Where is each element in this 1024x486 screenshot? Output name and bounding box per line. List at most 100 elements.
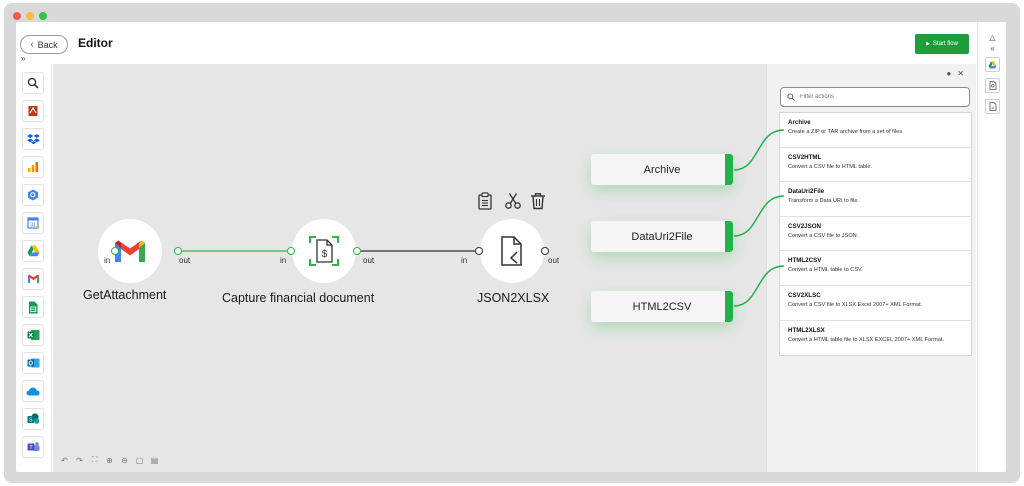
minimap-icon[interactable]: ▤: [150, 455, 159, 465]
integrations-sidebar: 31 S T: [16, 64, 52, 472]
list-item-title: CSV2XLSC: [788, 291, 821, 299]
sheets-icon[interactable]: [22, 296, 44, 318]
pin-icon[interactable]: ●: [946, 69, 952, 78]
list-item-title: CSV2HTML: [788, 153, 822, 161]
teams-icon[interactable]: T: [22, 436, 44, 458]
node-json2xlsx-out-label: out: [548, 256, 560, 265]
redo-icon[interactable]: ↷: [76, 455, 83, 465]
canvas-toolbar: ↶ ↷ ⛶ ⊕ ⊖ ▢ ▤: [59, 453, 160, 467]
bigquery-icon[interactable]: [22, 184, 44, 206]
node-capture-label: Capture financial document: [222, 291, 375, 305]
canvas-action-archive-handle[interactable]: [725, 154, 733, 185]
analytics-icon[interactable]: [22, 156, 44, 178]
node-capture-out-port[interactable]: [353, 247, 361, 255]
zoom-out-icon[interactable]: ⊖: [121, 455, 128, 465]
flow-canvas[interactable]: in out GetAttachment $ in out Capture fi…: [53, 64, 766, 472]
outlook-icon[interactable]: [22, 352, 44, 374]
node-json2xlsx-out-port[interactable]: [541, 247, 549, 255]
start-flow-label: Start flow: [932, 41, 958, 47]
node-capture-out-label: out: [363, 256, 375, 265]
calendar-icon[interactable]: 31: [22, 212, 44, 234]
svg-text:T: T: [29, 445, 32, 451]
canvas-action-html2csv-handle[interactable]: [725, 291, 733, 322]
list-item-desc: Transform a Data URI to file.: [788, 198, 859, 205]
onedrive-icon[interactable]: [22, 380, 44, 402]
window-minimize-dot[interactable]: [26, 12, 34, 20]
node-capture-in-port[interactable]: [287, 247, 295, 255]
chevron-left-icon: ‹: [30, 39, 34, 50]
page-title: Editor: [78, 36, 113, 50]
trash-icon[interactable]: [530, 192, 546, 210]
search-icon[interactable]: [22, 72, 44, 94]
node-capture-in-label: in: [280, 256, 287, 265]
list-item-csv2html[interactable]: CSV2HTML Convert a CSV file to HTML tabl…: [780, 148, 971, 183]
node-get-attachment-in-label: in: [104, 256, 111, 265]
filter-actions-box[interactable]: [780, 87, 970, 107]
clipboard-icon[interactable]: [477, 192, 493, 210]
canvas-action-archive[interactable]: Archive: [591, 154, 733, 185]
gmail-icon[interactable]: [22, 268, 44, 290]
canvas-action-datauri2file-label: DataUri2File: [631, 230, 693, 243]
sharepoint-icon[interactable]: S: [22, 408, 44, 430]
window-maximize-dot[interactable]: [39, 12, 47, 20]
list-item-desc: Convert a HTML table to CSV.: [788, 267, 863, 274]
fullscreen-icon[interactable]: ▢: [135, 455, 144, 465]
start-flow-button[interactable]: ▶ Start flow: [915, 34, 969, 54]
actions-panel: ● ✕ Archive Create a ZIP or TAR archive …: [766, 64, 976, 472]
list-item-csv2json[interactable]: CSV2JSON Convert a CSV file to JSON.: [780, 217, 971, 252]
filter-actions-input[interactable]: [800, 94, 960, 100]
list-item-title: Archive: [788, 119, 811, 126]
canvas-action-html2csv-label: HTML2CSV: [632, 300, 692, 313]
back-button-label: Back: [37, 39, 58, 50]
google-drive-icon[interactable]: [985, 57, 1000, 72]
adobe-icon[interactable]: [22, 100, 44, 122]
svg-text:31: 31: [30, 223, 36, 229]
canvas-action-datauri2file[interactable]: DataUri2File: [591, 221, 733, 252]
list-item-datauri2file[interactable]: DataUri2File Transform a Data URI to fil…: [780, 182, 971, 217]
file-convert-icon: [501, 236, 522, 266]
list-item-title: HTML2CSV: [788, 257, 822, 265]
back-button[interactable]: ‹ Back: [20, 35, 68, 54]
node-json2xlsx-in-label: in: [461, 256, 468, 265]
node-json2xlsx[interactable]: [480, 219, 544, 283]
list-item-archive[interactable]: Archive Create a ZIP or TAR archive from…: [780, 113, 971, 148]
editor-app: ‹ Back Editor » ▶ Start flow 31: [16, 22, 1006, 472]
list-item-html2csv[interactable]: HTML2CSV Convert a HTML table to CSV.: [780, 251, 971, 286]
close-icon[interactable]: ✕: [957, 69, 964, 78]
list-item-title: CSV2JSON: [788, 222, 822, 230]
canvas-action-archive-label: Archive: [643, 163, 681, 176]
play-icon: ▶: [926, 41, 930, 47]
node-get-attachment[interactable]: [98, 219, 162, 283]
node-json2xlsx-in-port[interactable]: [475, 247, 483, 255]
excel-icon[interactable]: [22, 324, 44, 346]
undo-icon[interactable]: ↶: [61, 455, 68, 465]
canvas-action-html2csv[interactable]: HTML2CSV: [591, 291, 733, 322]
node-get-attachment-out-port[interactable]: [174, 247, 182, 255]
node-get-attachment-out-label: out: [179, 256, 191, 265]
document-icon[interactable]: [985, 99, 1000, 114]
list-item-desc: Convert a CSV file to XLSX Excel 2007+ X…: [788, 301, 923, 308]
scissors-icon[interactable]: [504, 192, 521, 210]
node-capture-financial-document[interactable]: $: [292, 219, 356, 283]
list-item-title: HTML2XLSX: [788, 326, 825, 334]
action-list: Archive Create a ZIP or TAR archive from…: [779, 112, 972, 357]
document-search-icon[interactable]: [985, 78, 1000, 93]
list-item-desc: Convert a CSV file to JSON.: [788, 232, 859, 239]
list-item-csv2xlsc[interactable]: CSV2XLSC Convert a CSV file to XLSX Exce…: [780, 286, 971, 321]
canvas-action-datauri2file-handle[interactable]: [725, 221, 733, 252]
collapse-icon[interactable]: «: [990, 44, 995, 53]
list-item-title: DataUri2File: [788, 188, 825, 196]
capture-document-icon: $: [309, 236, 339, 266]
node-json2xlsx-label: JSON2XLSX: [477, 291, 550, 305]
fit-screen-icon[interactable]: ⛶: [91, 455, 98, 464]
google-drive-icon[interactable]: [22, 240, 44, 262]
node-get-attachment-in-port[interactable]: [111, 247, 119, 255]
warning-icon[interactable]: △: [989, 33, 996, 42]
search-icon: [787, 93, 795, 101]
window-close-dot[interactable]: [13, 12, 21, 20]
dropbox-icon[interactable]: [22, 128, 44, 150]
expand-sidebar-icon[interactable]: »: [21, 54, 26, 63]
right-toolbar: △ «: [977, 22, 1006, 472]
zoom-in-icon[interactable]: ⊕: [106, 455, 113, 465]
list-item-html2xlsx[interactable]: HTML2XLSX Convert a HTML table file to X…: [780, 321, 971, 356]
